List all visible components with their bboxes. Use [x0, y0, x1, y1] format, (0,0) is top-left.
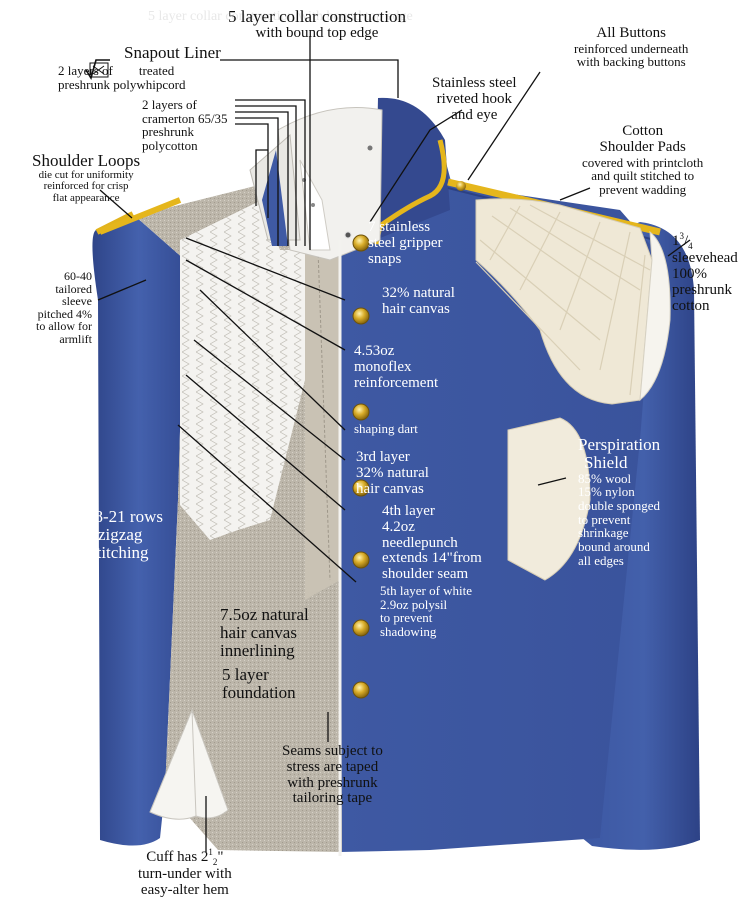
- cramerton-label: 2 layers of cramerton 65/35 preshrunk po…: [142, 98, 228, 153]
- foundation-label: 5 layer foundation: [222, 666, 296, 702]
- perspiration-shield-label: Perspiration Shield 85% wool 15% nylon d…: [578, 436, 660, 567]
- gripper-snaps-label: 7 stainless steel gripper snaps: [368, 220, 443, 267]
- hook-eye-label: Stainless steel riveted hook and eye: [432, 76, 517, 123]
- fifth-layer-label: 5th layer of white 2.9oz polysil to prev…: [380, 584, 472, 639]
- shoulder-loops-label: Shoulder Loops die cut for uniformity re…: [32, 152, 140, 204]
- third-layer-label: 3rd layer 32% natural hair canvas: [356, 450, 429, 497]
- snap-2: [353, 308, 369, 324]
- seams-label: Seams subject to stress are taped with p…: [282, 744, 383, 807]
- fourth-layer-label: 4th layer 4.2oz needlepunch extends 14"f…: [382, 504, 482, 583]
- tailored-sleeve-label: 60-40 tailored sleeve pitched 4% to allo…: [12, 270, 92, 346]
- shaping-dart-label: shaping dart: [354, 422, 418, 436]
- innerlining-label: 7.5oz natural hair canvas innerlining: [220, 606, 309, 660]
- snap-5: [353, 552, 369, 568]
- snap-1: [353, 235, 369, 251]
- monoflex-label: 4.53oz monoflex reinforcement: [354, 344, 438, 391]
- sleevehead-label: 13/4 sleevehead 100% preshrunk cotton: [672, 232, 738, 314]
- snap-7: [353, 682, 369, 698]
- all-buttons-label: All Buttons reinforced underneath with b…: [574, 26, 688, 69]
- snap-3: [353, 404, 369, 420]
- snapout-liner-label: Snapout Liner: [124, 44, 221, 62]
- zigzag-label: 18-21 rows zigzag stitching: [86, 508, 163, 562]
- hair-canvas-label: 32% natural hair canvas: [382, 286, 455, 318]
- collar-label: 5 layer collar construction with bound t…: [228, 8, 406, 42]
- cuff-label: Cuff has 212" turn-under with easy-alter…: [138, 848, 232, 899]
- hook-eye: [345, 232, 351, 238]
- snap-6: [353, 620, 369, 636]
- shoulder-pads-label: Cotton Shoulder Pads covered with printc…: [582, 124, 703, 196]
